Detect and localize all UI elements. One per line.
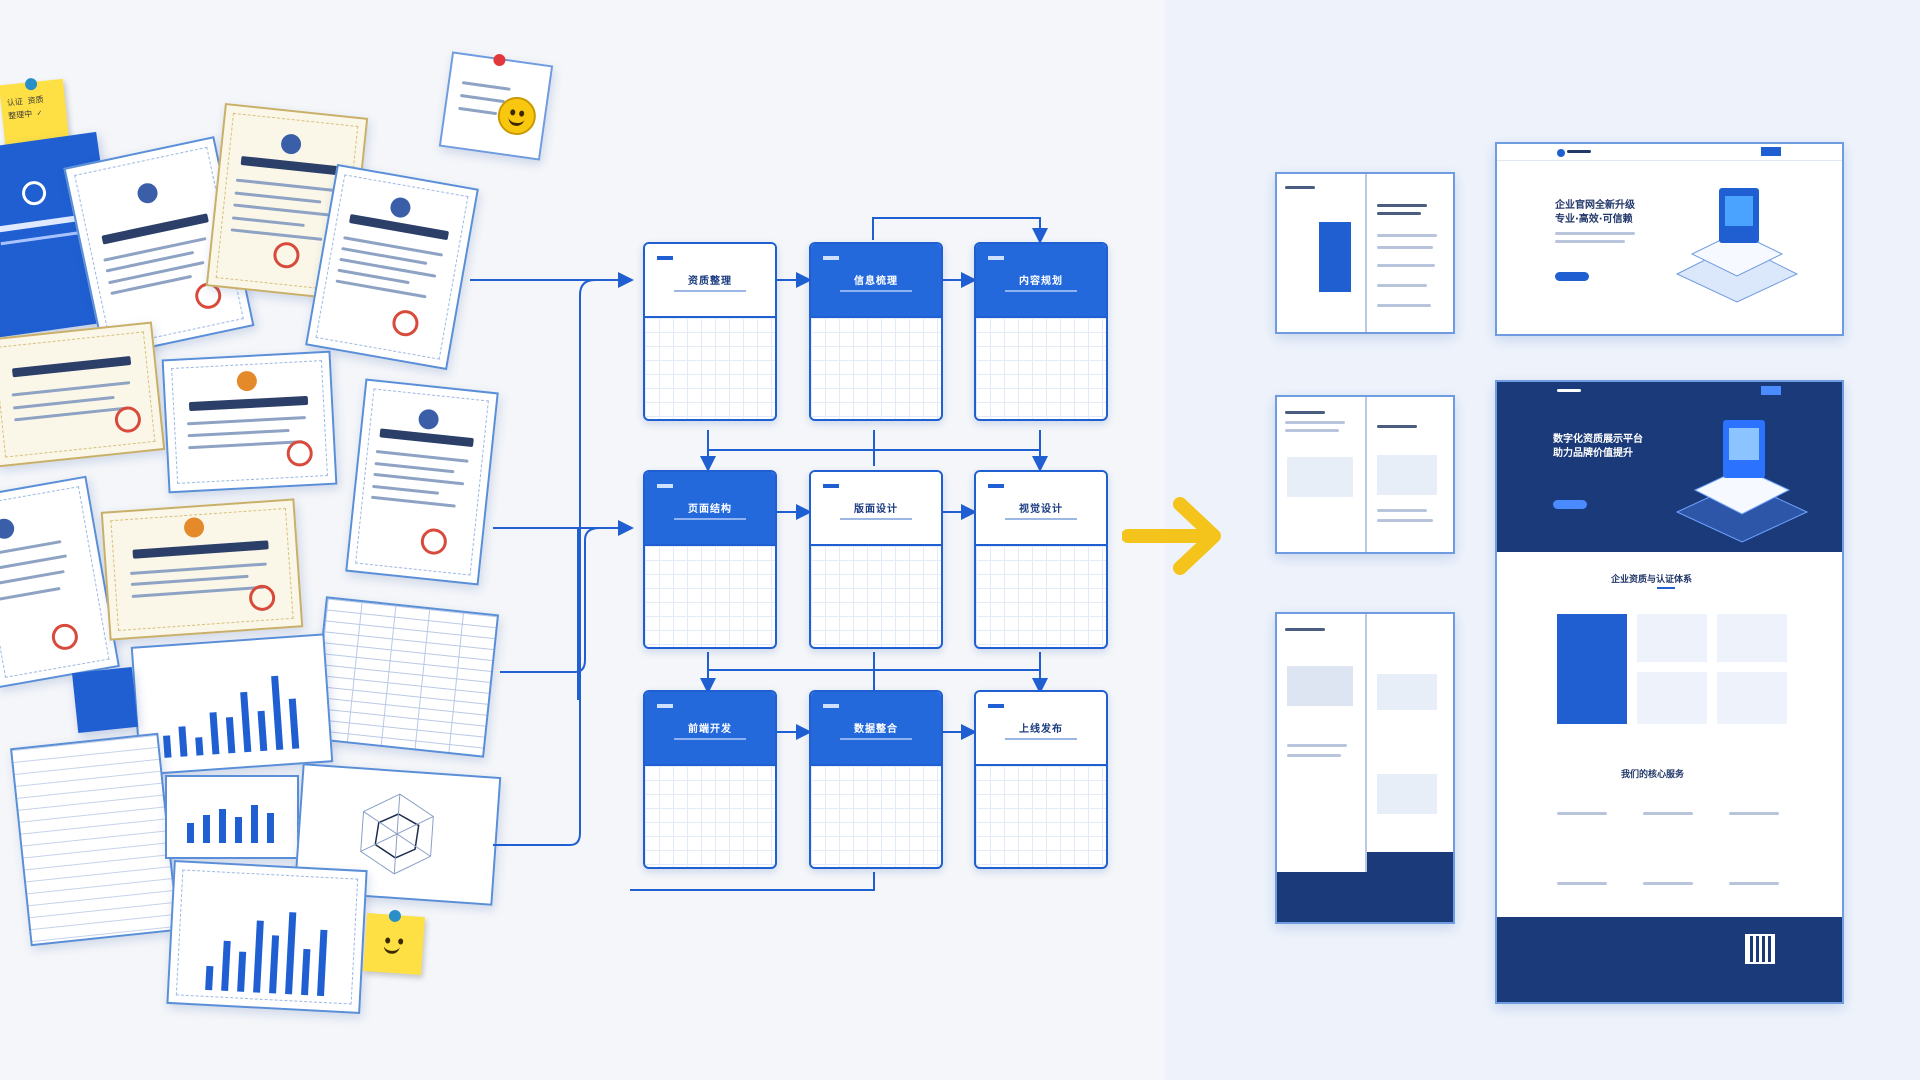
emblem-icon: [20, 179, 48, 207]
flow-step-card: 信息梳理: [809, 242, 943, 421]
flow-step-label: 上线发布: [1019, 724, 1063, 735]
flow-step-header: 版面设计: [811, 472, 941, 546]
data-table-doc: [310, 596, 500, 758]
memo-card: [438, 51, 554, 161]
section-title: 我们的核心服务: [1621, 770, 1685, 780]
bar-chart-doc: [166, 860, 368, 1014]
flow-step-grid: [645, 318, 775, 419]
flow-step-label: 信息梳理: [854, 276, 898, 287]
flow-step-grid: [976, 766, 1106, 867]
sticky-note: [363, 909, 425, 975]
bar-chart-doc: [130, 633, 334, 776]
qr-code-icon: [1745, 934, 1775, 964]
flow-step-header: 上线发布: [976, 692, 1106, 766]
flow-step-card: 视觉设计: [974, 470, 1108, 649]
form-doc: [10, 732, 179, 947]
flow-step-header: 信息梳理: [811, 244, 941, 318]
radar-chart: [360, 793, 434, 875]
radar-chart-doc: [293, 763, 502, 906]
hero-subtitle: 专业·高效·可信赖: [1555, 214, 1633, 225]
flow-step-label: 内容规划: [1019, 276, 1063, 287]
brochure-preview: [1275, 395, 1455, 554]
flow-step-card: 版面设计: [809, 470, 943, 649]
award-certificate: [100, 498, 304, 641]
flow-step-label: 页面结构: [688, 504, 732, 515]
flow-step-label: 数据整合: [854, 724, 898, 735]
brochure-preview: [1275, 612, 1455, 924]
flow-step-card: 页面结构: [643, 470, 777, 649]
flow-step-header: 资质整理: [645, 244, 775, 318]
flow-step-grid: [645, 546, 775, 647]
sticky-note-text: 认证 资质 整理中 ✓: [6, 94, 45, 121]
flow-step-grid: [976, 546, 1106, 647]
certificate-doc: [161, 350, 338, 494]
flow-step-card: 资质整理: [643, 242, 777, 421]
website-preview-light: 企业官网全新升级 专业·高效·可信赖: [1495, 142, 1844, 336]
pin-icon: [24, 77, 38, 91]
isometric-server-illustration: [1675, 188, 1799, 303]
bar-chart-doc: [165, 775, 299, 859]
flow-step-card: 上线发布: [974, 690, 1108, 869]
honor-certificate: [0, 321, 166, 468]
flow-step-header: 数据整合: [811, 692, 941, 766]
flow-step-label: 视觉设计: [1019, 504, 1063, 515]
flow-step-header: 前端开发: [645, 692, 775, 766]
right-arrow-icon: [1122, 497, 1221, 575]
logo-icon: [1557, 149, 1565, 157]
certificate-doc: [0, 475, 120, 689]
isometric-server-illustration: [1675, 420, 1809, 543]
flow-step-grid: [811, 546, 941, 647]
flow-step-label: 前端开发: [688, 724, 732, 735]
bar-chart: [133, 636, 331, 774]
cta-button[interactable]: [1555, 272, 1589, 281]
flow-step-grid: [811, 766, 941, 867]
hero-title: 企业官网全新升级: [1555, 200, 1635, 211]
flow-step-label: 资质整理: [688, 276, 732, 287]
brochure-preview: [1275, 172, 1455, 334]
flow-step-label: 版面设计: [854, 504, 898, 515]
flow-step-grid: [811, 318, 941, 419]
certificate-doc: [305, 163, 479, 371]
blue-report-cover: [72, 667, 138, 733]
flow-step-grid: [645, 766, 775, 867]
flow-step-card: 数据整合: [809, 690, 943, 869]
pin-icon: [492, 53, 507, 67]
pin-icon: [388, 909, 402, 923]
flow-step-header: 页面结构: [645, 472, 775, 546]
cta-button[interactable]: [1553, 500, 1587, 509]
flow-step-header: 视觉设计: [976, 472, 1106, 546]
smiley-icon: [374, 926, 415, 967]
sticky-note: 认证 资质 整理中 ✓: [0, 77, 69, 146]
hero-subtitle: 助力品牌价值提升: [1553, 448, 1633, 459]
hero-title: 数字化资质展示平台: [1553, 434, 1643, 445]
flow-step-grid: [976, 318, 1106, 419]
section-title: 企业资质与认证体系: [1611, 575, 1693, 585]
certificate-doc: [345, 378, 499, 586]
website-preview-dark: 数字化资质展示平台 助力品牌价值提升 企业资质与认证体系 我们的核心服务: [1495, 380, 1844, 1004]
flow-step-header: 内容规划: [976, 244, 1106, 318]
flow-step-card: 内容规划: [974, 242, 1108, 421]
flow-step-card: 前端开发: [643, 690, 777, 869]
